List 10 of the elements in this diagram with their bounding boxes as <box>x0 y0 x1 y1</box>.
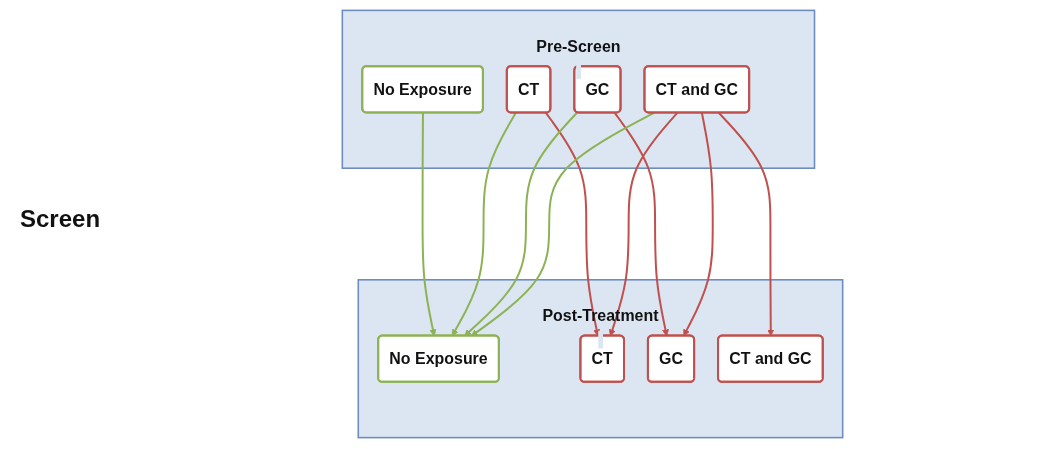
row-label: Screen <box>20 205 101 232</box>
arrow <box>451 111 517 337</box>
arrow <box>471 111 655 337</box>
arrow <box>717 111 775 337</box>
arrow <box>421 111 437 337</box>
arrow <box>544 111 601 337</box>
arrow <box>464 111 579 337</box>
arrow <box>683 111 714 337</box>
arrow <box>613 111 669 337</box>
arrow <box>608 111 679 337</box>
